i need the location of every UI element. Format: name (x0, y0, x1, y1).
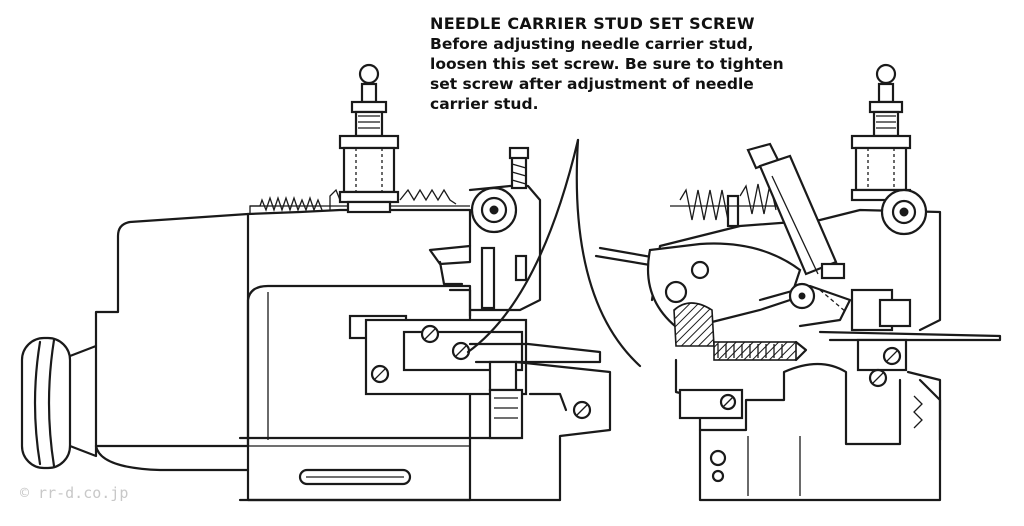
machine-side-view (20, 63, 612, 502)
machine-body (94, 212, 250, 448)
handwheel (20, 336, 98, 470)
watermark: © rr-d.co.jp (20, 484, 129, 502)
needle-clamp (594, 142, 846, 280)
leader-arc (466, 138, 580, 354)
callout-title: NEEDLE CARRIER STUD SET SCREW (430, 14, 755, 33)
lower-housing (674, 358, 942, 502)
callout-body: Before adjusting needle carrier stud, lo… (430, 35, 784, 113)
thread-tension-left (338, 63, 400, 214)
needle-head (428, 146, 542, 318)
needle-plate-area (348, 314, 612, 502)
looper-mechanism (646, 242, 852, 362)
throat-plate (818, 288, 1002, 372)
machine-detail-view (594, 63, 1002, 502)
callout: NEEDLE CARRIER STUD SET SCREW Before adj… (430, 14, 800, 114)
thread-tension-right (850, 63, 912, 202)
